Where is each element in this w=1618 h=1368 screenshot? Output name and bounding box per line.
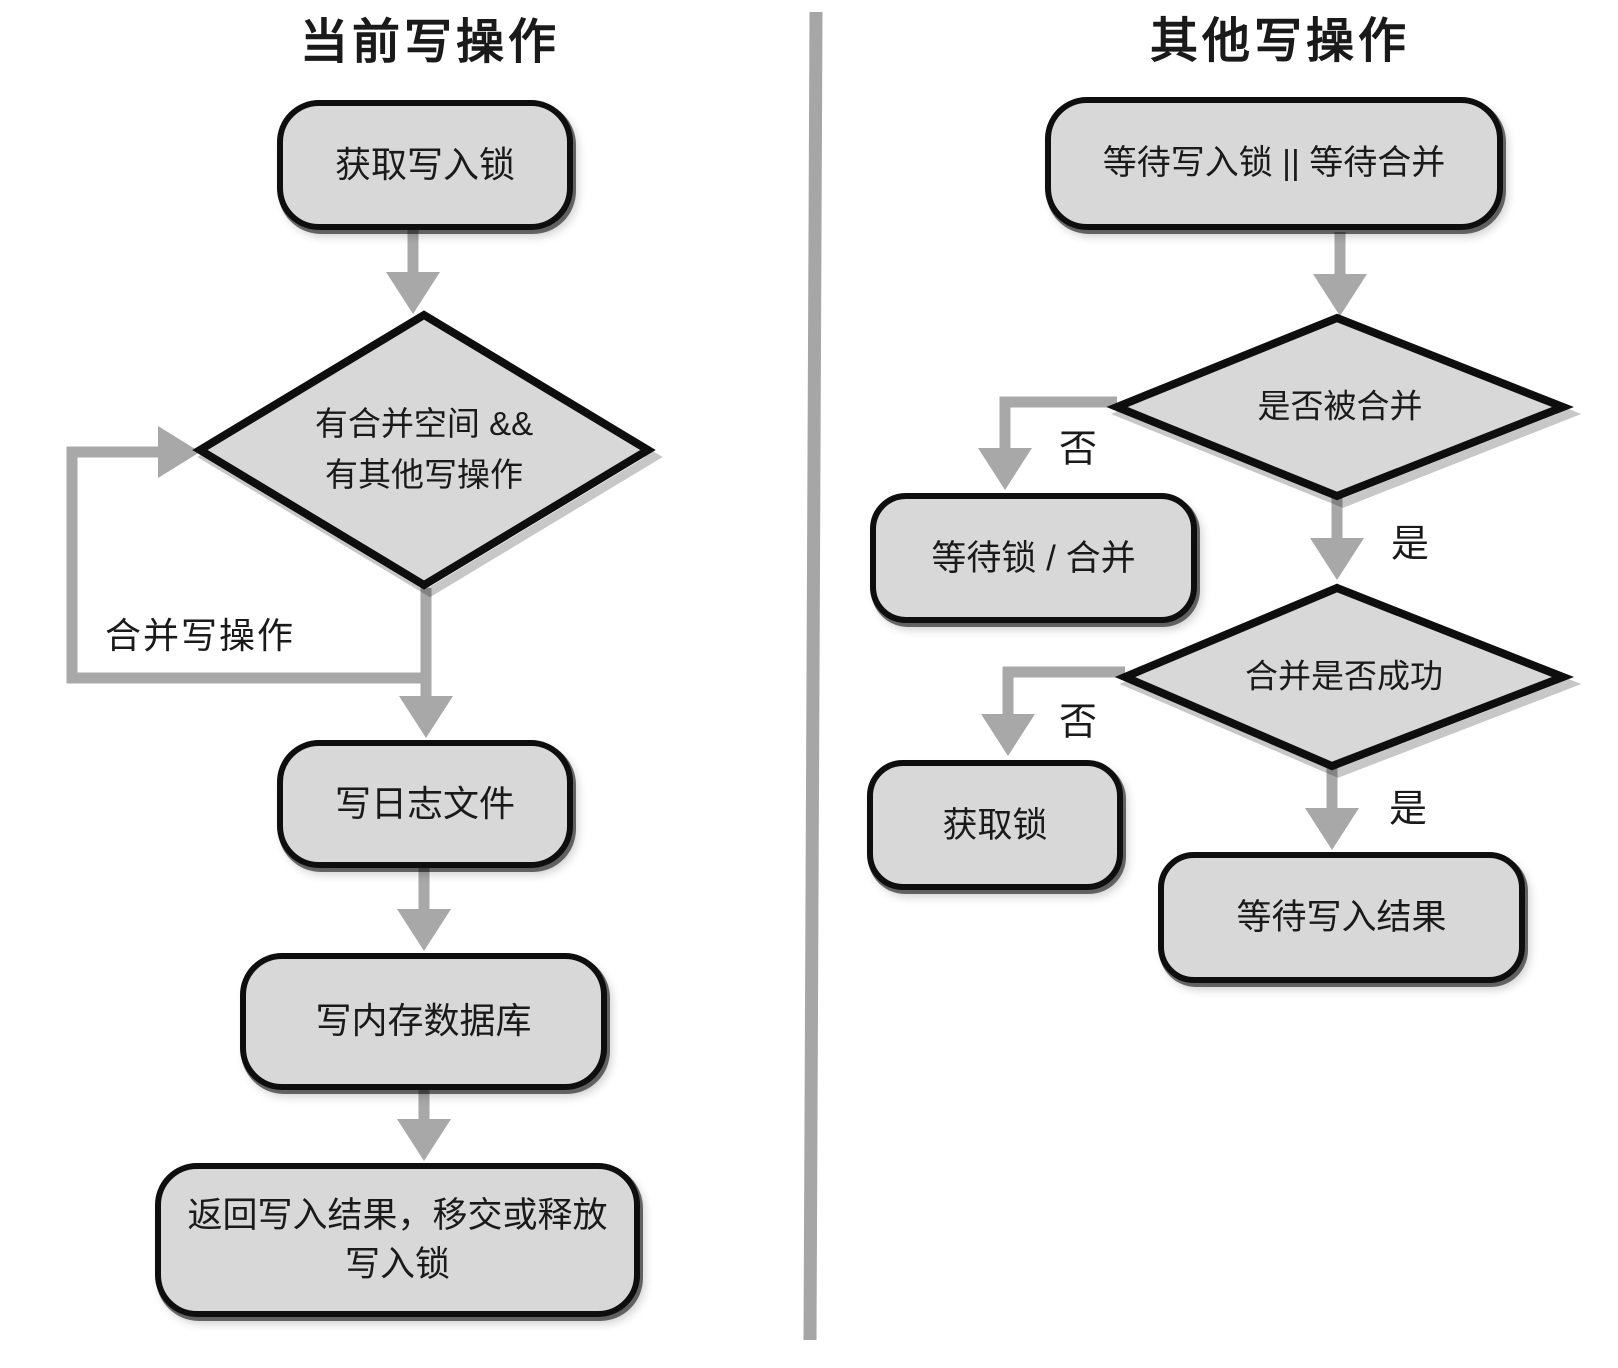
node-wait-write-lock-or-merge: 等待写入锁 || 等待合并 xyxy=(1045,97,1503,230)
arrowhead-down-icon xyxy=(1313,274,1367,316)
arrowhead-down-icon xyxy=(397,909,451,951)
arrowhead-down-icon xyxy=(397,1119,451,1161)
loop-edge-merge-writes xyxy=(66,446,426,684)
diamond-merge-success-decision xyxy=(1114,583,1575,771)
decision-merge-space-line2: 有其他写操作 xyxy=(324,456,523,493)
node-acquire-lock: 获取锁 xyxy=(867,760,1123,890)
right-column-title: 其他写操作 xyxy=(1149,15,1411,68)
arrowhead-down-icon xyxy=(978,448,1032,490)
node-return-write-result: 返回写入结果，移交或释放写入锁 xyxy=(155,1163,640,1317)
node-wait-write-result: 等待写入结果 xyxy=(1158,852,1525,983)
arrowhead-down-icon xyxy=(981,714,1035,756)
arrowhead-down-icon xyxy=(1305,808,1359,850)
diamond-merge-space-decision xyxy=(192,310,656,590)
edge-label-yes-1: 是 xyxy=(1390,523,1430,566)
node-acquire-write-lock: 获取写入锁 xyxy=(277,100,573,230)
left-column-title: 当前写操作 xyxy=(299,16,561,69)
arrowhead-right-icon xyxy=(158,426,200,478)
arrowhead-down-icon xyxy=(386,272,440,314)
arrowhead-down-icon xyxy=(1310,538,1364,580)
node-write-memory-db: 写内存数据库 xyxy=(240,953,607,1090)
arrow-mergesuccess-no xyxy=(1002,666,1125,716)
edge-label-no-2: 否 xyxy=(1058,701,1098,744)
decision-merge-space-line1: 有合并空间 && xyxy=(314,404,534,442)
arrow-ismerged-no xyxy=(999,396,1117,450)
edge-label-merge-loop: 合并写操作 xyxy=(104,615,296,656)
decision-merge-space-label: 有合并空间 && 有其他写操作 xyxy=(315,398,533,500)
decision-is-merged-label: 是否被合并 xyxy=(1257,387,1423,425)
diamond-is-merged-decision xyxy=(1106,313,1574,501)
edge-label-yes-2: 是 xyxy=(1388,788,1428,831)
node-wait-lock-or-merge: 等待锁 / 合并 xyxy=(870,493,1197,623)
edge-label-no-1: 否 xyxy=(1058,428,1098,471)
decision-merge-success-label: 合并是否成功 xyxy=(1245,657,1443,695)
arrowhead-down-icon xyxy=(399,696,453,738)
column-divider-line xyxy=(803,11,823,1341)
node-write-log-file: 写日志文件 xyxy=(277,740,573,868)
